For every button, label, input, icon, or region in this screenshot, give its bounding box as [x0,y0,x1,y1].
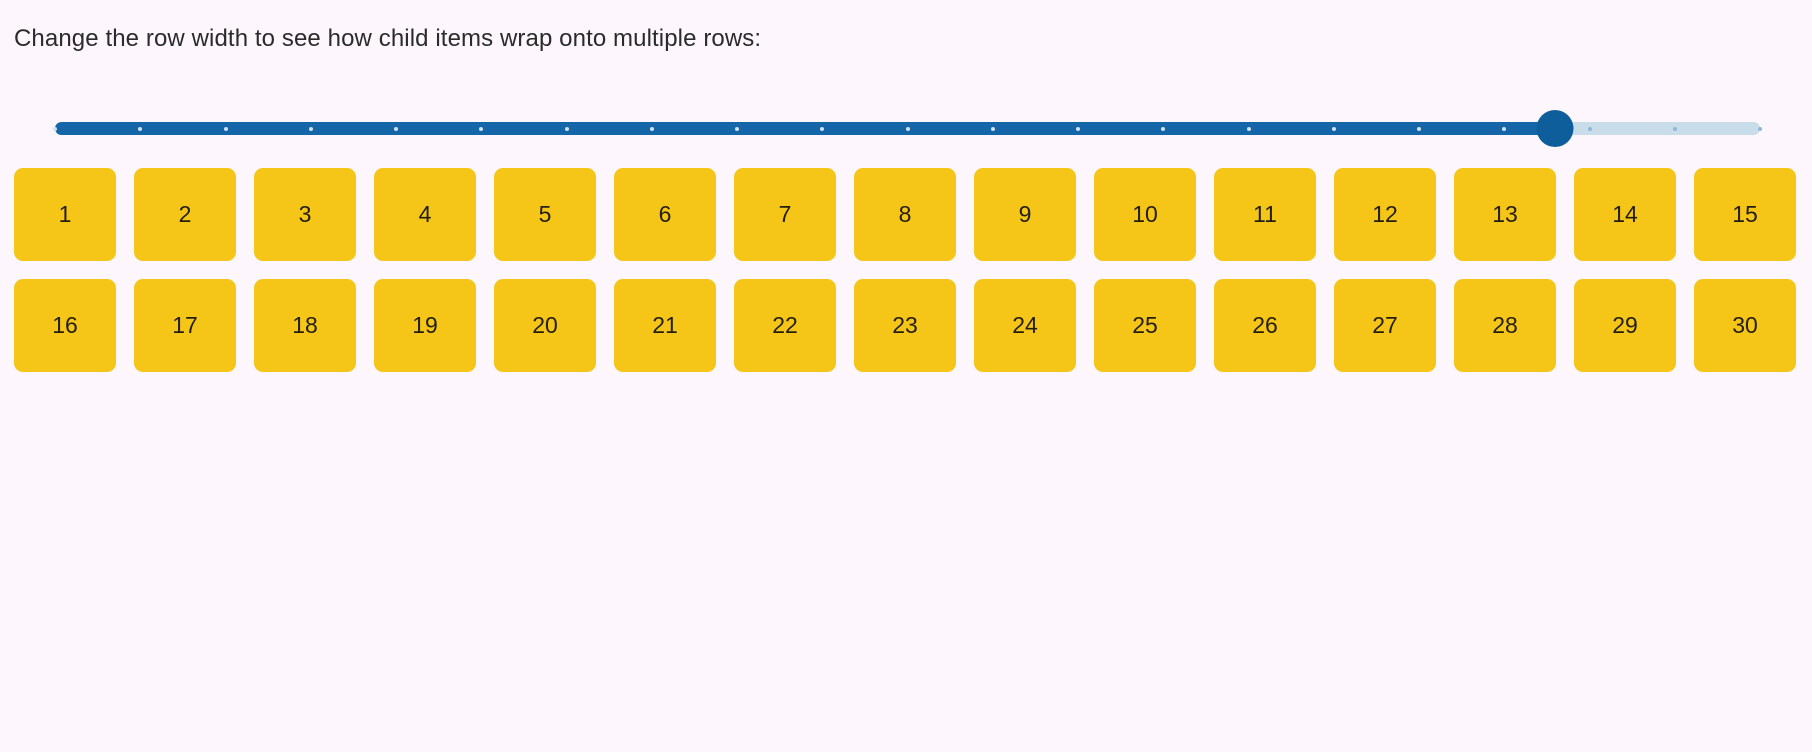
flex-item: 26 [1214,279,1316,372]
instruction-text: Change the row width to see how child it… [14,25,762,52]
row-width-slider[interactable] [53,104,1762,152]
flex-item: 13 [1454,168,1556,261]
slider-filled-track [55,122,1556,135]
flex-item: 25 [1094,279,1196,372]
flex-item: 3 [254,168,356,261]
flex-item: 4 [374,168,476,261]
flex-item: 23 [854,279,956,372]
flex-item: 15 [1694,168,1796,261]
flex-item: 12 [1334,168,1436,261]
flex-item: 2 [134,168,236,261]
flex-item: 11 [1214,168,1316,261]
flex-item: 17 [134,279,236,372]
slider-thumb[interactable] [1536,110,1574,147]
flex-item: 9 [974,168,1076,261]
flex-item: 7 [734,168,836,261]
flex-item: 6 [614,168,716,261]
flex-item: 30 [1694,279,1796,372]
flex-item: 22 [734,279,836,372]
flex-item: 29 [1574,279,1676,372]
flex-item: 27 [1334,279,1436,372]
flex-item: 18 [254,279,356,372]
flex-item: 20 [494,279,596,372]
flex-item: 8 [854,168,956,261]
flex-item: 16 [14,279,116,372]
flex-item: 21 [614,279,716,372]
flex-item: 1 [14,168,116,261]
flex-item: 24 [974,279,1076,372]
flex-item: 5 [494,168,596,261]
flex-item: 19 [374,279,476,372]
flex-item: 10 [1094,168,1196,261]
slider-track[interactable] [55,122,1760,135]
flex-item: 28 [1454,279,1556,372]
flex-item: 14 [1574,168,1676,261]
